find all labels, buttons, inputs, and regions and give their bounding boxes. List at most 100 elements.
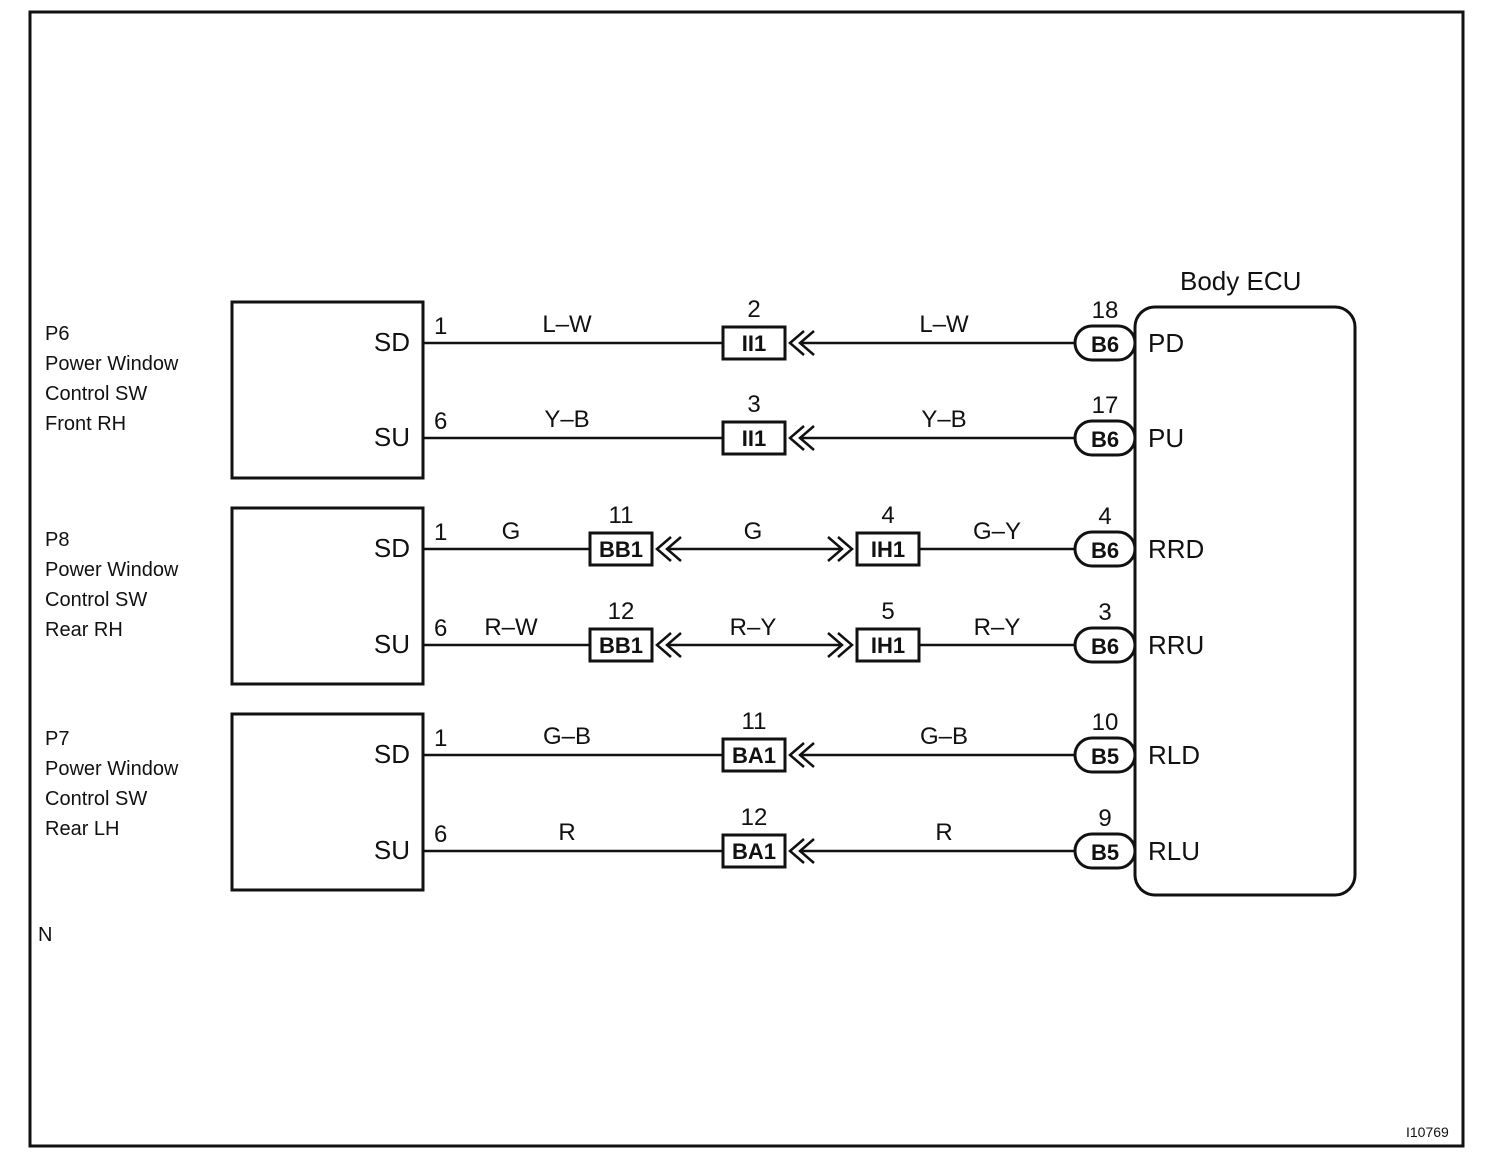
wire-color-left: G–B xyxy=(543,723,591,750)
switch-terminal: SU xyxy=(374,835,410,865)
wire-color-left: R–W xyxy=(484,614,538,641)
component-code: P8 xyxy=(45,529,69,551)
wire-color-left: R xyxy=(558,819,575,846)
ecu-connector-code: B6 xyxy=(1091,332,1119,357)
junction-connector-code: BB1 xyxy=(599,537,643,562)
junction-connector-box xyxy=(588,627,654,663)
switch-terminal: SD xyxy=(374,739,410,769)
wire-color-right: G–B xyxy=(920,723,968,750)
component-line: Control SW xyxy=(45,589,147,611)
ecu-pin-number: 4 xyxy=(1098,503,1111,530)
junction-connector-box xyxy=(721,420,787,456)
body-ecu-box xyxy=(1133,305,1357,897)
switch-pin-number: 6 xyxy=(434,615,447,642)
connector-chevron xyxy=(827,536,854,562)
wire-color-right: G–Y xyxy=(973,518,1021,545)
wire-color-right: R–Y xyxy=(974,614,1021,641)
component-label-p6: P6 Power Window Control SW Front RH xyxy=(45,323,179,435)
switch-pin-number: 1 xyxy=(434,519,447,546)
switch-terminal: SU xyxy=(374,422,410,452)
junction-connector-code: IH1 xyxy=(871,537,905,562)
diagram-frame xyxy=(28,10,1465,1148)
component-line: Front RH xyxy=(45,413,126,435)
ecu-terminal: RLU xyxy=(1148,836,1200,866)
junction-pin-number: 11 xyxy=(609,502,634,529)
junction-pin-number: 3 xyxy=(747,391,760,418)
component-line: Control SW xyxy=(45,383,147,405)
component-line: Rear RH xyxy=(45,619,123,641)
junction-pin-number: 11 xyxy=(742,708,767,735)
ecu-terminal: RRU xyxy=(1148,630,1204,660)
switch-box-rear-lh xyxy=(230,712,425,892)
component-line: Power Window xyxy=(45,353,179,375)
wire-color-middle: R–Y xyxy=(730,614,777,641)
component-code: P7 xyxy=(45,728,69,750)
ecu-terminal: RRD xyxy=(1148,534,1204,564)
wire-color-right: Y–B xyxy=(921,406,966,433)
wire-color-left: L–W xyxy=(542,311,592,338)
switch-box-front-rh xyxy=(230,300,425,480)
ecu-connector-code: B5 xyxy=(1091,744,1119,769)
ecu-pin-number: 9 xyxy=(1098,805,1111,832)
ecu-connector-code: B5 xyxy=(1091,840,1119,865)
junction-pin-number: 12 xyxy=(608,598,635,625)
switch-pin-number: 1 xyxy=(434,313,447,340)
junction-pin-number: 12 xyxy=(741,804,768,831)
component-line: Power Window xyxy=(45,758,179,780)
switch-pin-number: 6 xyxy=(434,408,447,435)
wire-color-right: R xyxy=(935,819,952,846)
wire-color-left: Y–B xyxy=(544,406,589,433)
junction-pin-number: 4 xyxy=(881,502,894,529)
junction-connector-code: BA1 xyxy=(732,743,776,768)
ecu-terminal: RLD xyxy=(1148,740,1200,770)
ecu-connector-code: B6 xyxy=(1091,427,1119,452)
component-code: P6 xyxy=(45,323,69,345)
junction-connector-code: BB1 xyxy=(599,633,643,658)
junction-connector-box xyxy=(588,531,654,567)
junction-pin-number: 2 xyxy=(747,296,760,323)
junction-connector-code: BA1 xyxy=(732,839,776,864)
junction-connector-code: IH1 xyxy=(871,633,905,658)
component-label-p8: P8 Power Window Control SW Rear RH xyxy=(45,529,179,641)
ecu-terminal: PU xyxy=(1148,423,1184,453)
figure-id: I10769 xyxy=(1406,1124,1449,1140)
component-line: Rear LH xyxy=(45,818,119,840)
component-label-p7: P7 Power Window Control SW Rear LH xyxy=(45,728,179,840)
switch-terminal: SD xyxy=(374,327,410,357)
connector-chevron xyxy=(827,632,854,658)
switch-pin-number: 1 xyxy=(434,725,447,752)
switch-terminal: SU xyxy=(374,629,410,659)
ecu-pin-number: 10 xyxy=(1092,709,1119,736)
ecu-pin-number: 17 xyxy=(1092,392,1119,419)
ecu-pin-number: 18 xyxy=(1092,297,1119,324)
junction-connector-box xyxy=(721,833,787,869)
component-line: Power Window xyxy=(45,559,179,581)
component-line: Control SW xyxy=(45,788,147,810)
junction-connector-box xyxy=(721,737,787,773)
switch-pin-number: 6 xyxy=(434,821,447,848)
ecu-pin-number: 3 xyxy=(1098,599,1111,626)
ecu-connector-code: B6 xyxy=(1091,538,1119,563)
footnote: N xyxy=(38,924,52,946)
wire-color-right: L–W xyxy=(919,311,969,338)
junction-connector-box xyxy=(721,325,787,361)
ecu-terminal: PD xyxy=(1148,328,1184,358)
switch-terminal: SD xyxy=(374,533,410,563)
switch-box-rear-rh xyxy=(230,506,425,686)
wire-color-left: G xyxy=(502,518,521,545)
ecu-connector-code: B6 xyxy=(1091,634,1119,659)
junction-connector-code: II1 xyxy=(742,426,766,451)
junction-connector-code: II1 xyxy=(742,331,766,356)
ecu-title: Body ECU xyxy=(1180,266,1301,296)
wire-color-middle: G xyxy=(744,518,763,545)
junction-pin-number: 5 xyxy=(881,598,894,625)
